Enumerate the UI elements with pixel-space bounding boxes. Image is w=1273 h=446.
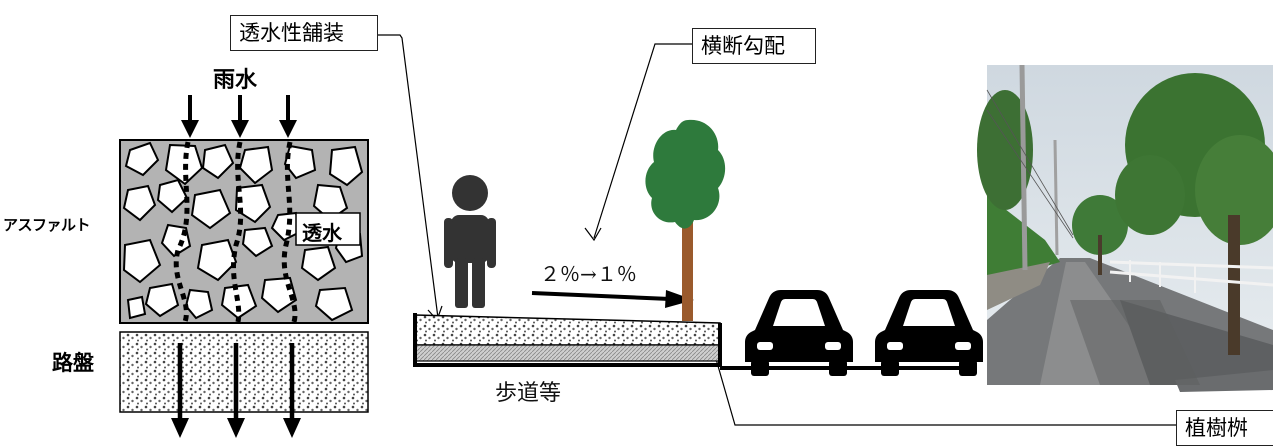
water-paths bbox=[173, 141, 298, 323]
sidewalk-label: 歩道等 bbox=[495, 381, 562, 406]
slope-arrow bbox=[531, 290, 694, 308]
subbase-layer bbox=[119, 331, 369, 413]
tree-icon bbox=[645, 119, 726, 321]
permeation-label: 透水 bbox=[302, 221, 342, 245]
cross-slope-leader bbox=[593, 43, 693, 239]
person-icon bbox=[444, 175, 496, 308]
permeation-label-box bbox=[295, 212, 361, 246]
aggregate-stones bbox=[122, 141, 364, 322]
permeable-pavement-callout: 透水性舗装 bbox=[230, 15, 378, 51]
tree-pit-leader bbox=[711, 344, 1176, 426]
tree-pit-callout: 植樹桝 bbox=[1176, 410, 1273, 446]
rain-arrows bbox=[181, 95, 297, 138]
cross-slope-leader-arrow bbox=[584, 227, 602, 242]
permeable-pavement-leader bbox=[378, 34, 439, 319]
street-photo bbox=[977, 64, 1273, 392]
car-icon bbox=[745, 290, 853, 376]
subbase-label: 路盤 bbox=[52, 351, 94, 375]
slope-value-label: ２％→１％ bbox=[540, 262, 637, 286]
rainwater-label: 雨水 bbox=[213, 68, 258, 93]
asphalt-label: アスファルト bbox=[3, 216, 91, 234]
sidewalk-section bbox=[413, 313, 722, 367]
car-icon bbox=[875, 290, 983, 376]
drainage-arrows bbox=[171, 343, 301, 438]
cross-slope-callout: 横断勾配 bbox=[692, 28, 816, 64]
